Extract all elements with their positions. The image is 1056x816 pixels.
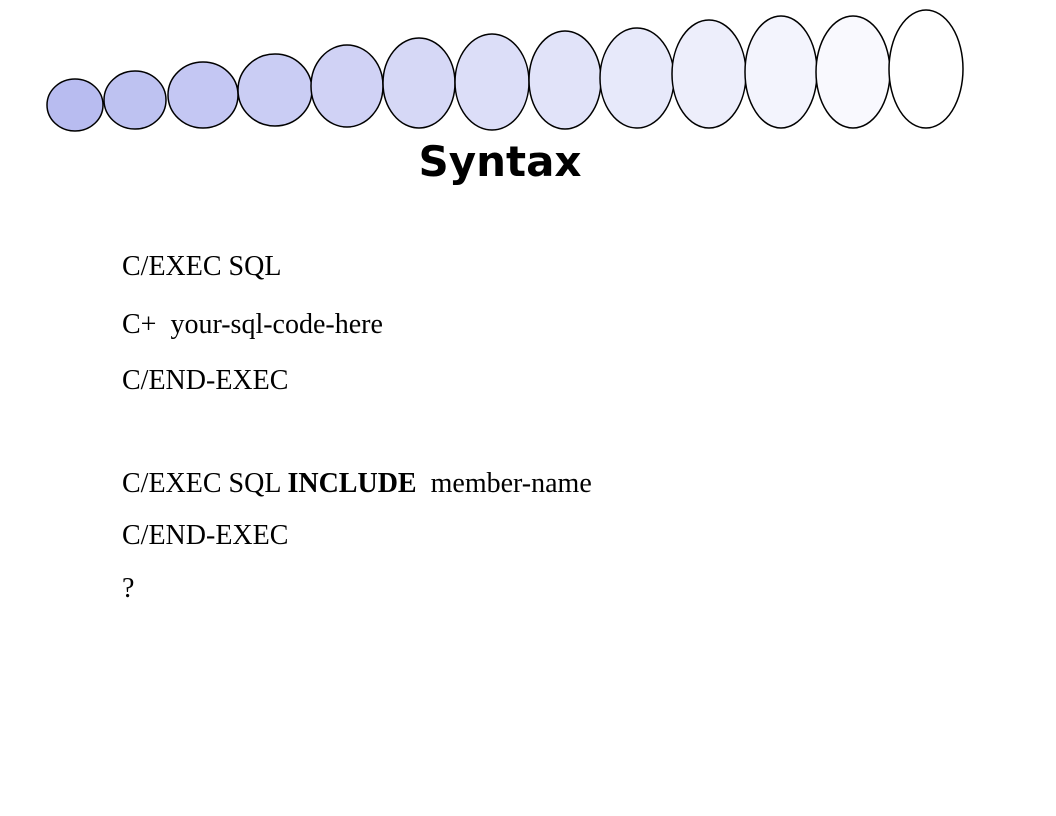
code-line-end-exec: C/END-EXEC bbox=[122, 364, 288, 398]
slide-title: Syntax bbox=[418, 137, 582, 186]
code-text: C/EXEC SQL bbox=[122, 251, 282, 282]
code-line-sql-code: C+ your-sql-code-here bbox=[122, 308, 383, 342]
decor-ellipse bbox=[454, 33, 530, 131]
include-keyword: INCLUDE bbox=[287, 468, 417, 499]
decor-ellipse bbox=[888, 9, 964, 129]
code-text: C/END-EXEC bbox=[122, 520, 289, 551]
decor-ellipse bbox=[599, 27, 675, 129]
decor-ellipse bbox=[744, 15, 818, 129]
code-line-end-exec-2: C/END-EXEC bbox=[122, 519, 288, 553]
decor-ellipse bbox=[815, 15, 891, 129]
member-name-placeholder: member-name bbox=[430, 468, 592, 499]
code-text: C/END-EXEC bbox=[122, 365, 289, 396]
decor-ellipse bbox=[46, 78, 104, 132]
decor-ellipse bbox=[528, 30, 602, 130]
code-prefix: C+ bbox=[122, 309, 157, 340]
code-line-exec-sql: C/EXEC SQL bbox=[122, 250, 281, 284]
decor-ellipse bbox=[237, 53, 313, 127]
code-placeholder: your-sql-code-here bbox=[170, 309, 383, 340]
decor-ellipse bbox=[671, 19, 747, 129]
code-text: ? bbox=[122, 573, 135, 604]
decor-ellipse bbox=[310, 44, 384, 128]
code-prefix: C/EXEC SQL bbox=[122, 468, 282, 499]
code-line-question: ? bbox=[122, 572, 134, 606]
decor-ellipse bbox=[103, 70, 167, 130]
decor-ellipse bbox=[382, 37, 456, 129]
decor-ellipse bbox=[167, 61, 239, 129]
ellipse-chain-decoration bbox=[46, 9, 964, 132]
